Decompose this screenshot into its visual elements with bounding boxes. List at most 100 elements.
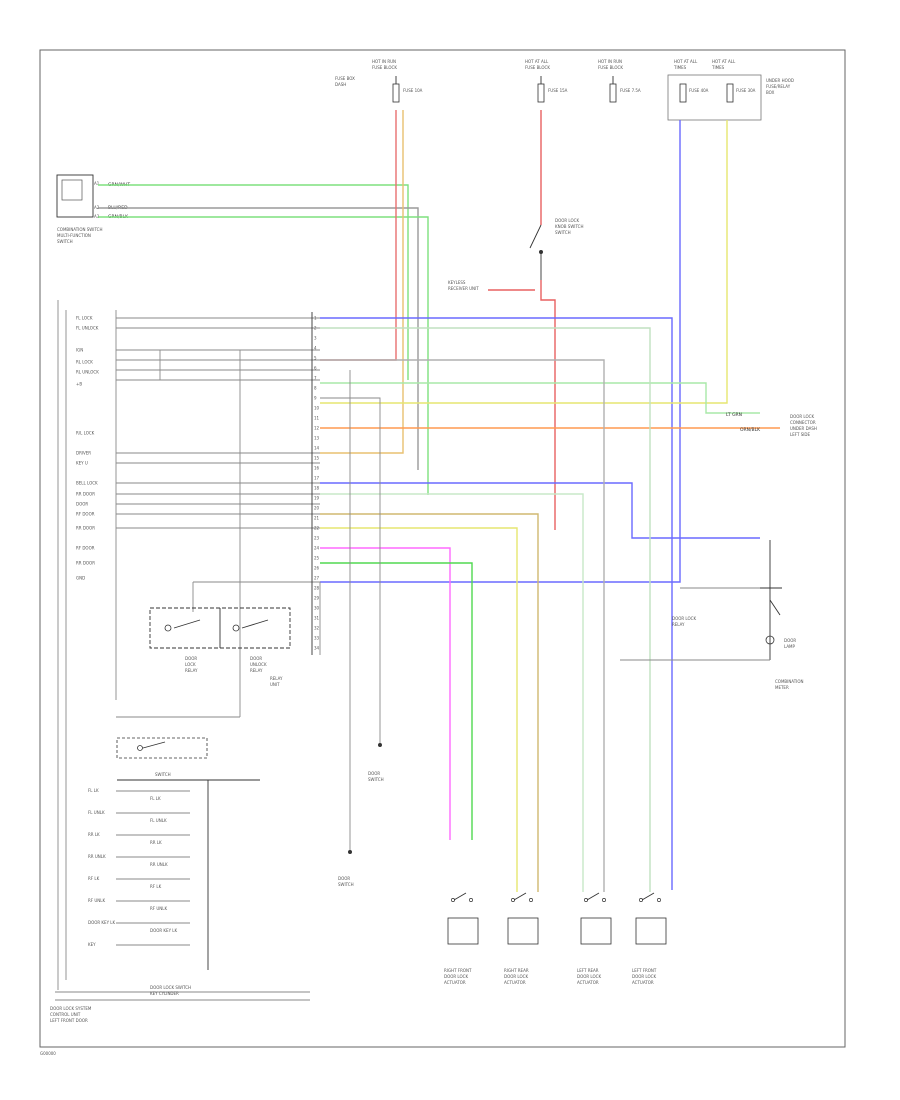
connector-pin-number: 14 — [314, 446, 320, 451]
relay-unit-label: RELAY — [270, 676, 283, 681]
relay-a-label: DOOR — [185, 656, 197, 661]
switch-pin-label: KEY — [88, 942, 96, 947]
relays: DOOR LOCK RELAY DOOR UNLOCK RELAY — [149, 607, 291, 673]
left-pin-label: RL UNLOCK — [76, 370, 99, 375]
connector-pin-number: 2 — [314, 326, 317, 331]
left-pin-label: BELL LOCK — [76, 481, 98, 486]
svg-text:A1: A1 — [94, 181, 100, 186]
connector-pin-number: 13 — [314, 436, 320, 441]
connector-pin-number: 34 — [314, 646, 320, 651]
switch-label: SWITCH — [155, 772, 171, 777]
connector-pin-number: 32 — [314, 626, 320, 631]
diagram-frame — [39, 49, 846, 1048]
connector-pin-number: 24 — [314, 546, 320, 551]
actuator-label: ACTUATOR — [577, 980, 599, 985]
connector-pin-number: 6 — [314, 366, 317, 371]
connector-pin-number: 21 — [314, 516, 320, 521]
svg-text:RELAY: RELAY — [185, 668, 198, 673]
actuator-label: DOOR LOCK — [632, 974, 656, 979]
fuse-box-left-label: FUSE BOX — [335, 76, 355, 81]
switch-pin-label: FL UNLK — [150, 818, 167, 823]
svg-text:SWITCH: SWITCH — [555, 230, 571, 235]
door-switch-2-label: DOOR — [338, 876, 350, 881]
svg-text:RECEIVER UNIT: RECEIVER UNIT — [448, 286, 479, 291]
left-pin-label: RR DOOR — [76, 526, 95, 531]
wire-green-bottom — [320, 562, 473, 840]
fuse-3-rating: FUSE 7.5A — [620, 88, 641, 93]
connector-pin-number: 31 — [314, 616, 320, 621]
connector-pin-number: 27 — [314, 576, 320, 581]
fuse-2-title: HOT AT ALL — [525, 59, 549, 64]
connector-pin-number: 22 — [314, 526, 320, 531]
connector-pin-number: 11 — [314, 416, 320, 421]
svg-text:FUSE/RELAY: FUSE/RELAY — [766, 84, 791, 89]
switch-pin-label: FL LK — [88, 788, 99, 793]
switch-pin-label: DOOR KEY LK — [150, 928, 178, 933]
right-conn-label: DOOR LOCK — [790, 414, 814, 419]
connector-pin-number: 8 — [314, 386, 317, 391]
connector-pin-number: 3 — [314, 336, 317, 341]
actuator-label: ACTUATOR — [444, 980, 466, 985]
relay-unit-connector: 1234567891011121314151617181920212223242… — [270, 312, 320, 687]
fuse-box-right-label: UNDER HOOD — [766, 78, 794, 83]
wire-pink — [320, 547, 451, 840]
connector-pin-number: 15 — [314, 456, 320, 461]
wire-lightgreen-right — [320, 382, 760, 414]
svg-text:SWITCH: SWITCH — [338, 882, 354, 887]
bottom-left-a: DOOR LOCK SWITCH — [150, 985, 191, 990]
door-lock-knob-switch: DOOR LOCK KNOB SWITCH SWITCH KEYLESS REC… — [448, 218, 583, 291]
right-relay-label: DOOR LOCK — [672, 616, 696, 621]
actuator-label: RIGHT REAR — [504, 968, 529, 973]
actuator-label: ACTUATOR — [632, 980, 654, 985]
switch-pin-label: RF UNLK — [150, 906, 168, 911]
wire-label-lt-grn: LT GRN — [726, 412, 742, 418]
left-pin-label: RF DOOR — [76, 512, 95, 517]
svg-text:METER: METER — [775, 685, 789, 690]
fuse-1-title: HOT IN RUN — [372, 59, 396, 64]
svg-text:CONNECTOR: CONNECTOR — [790, 420, 816, 425]
fuse-1-icon — [392, 83, 400, 103]
actuator-label: DOOR LOCK — [504, 974, 528, 979]
left-pin-label: R/L LOCK — [76, 431, 95, 436]
fuse-4-icon — [679, 83, 687, 103]
combo-meter-label: COMBINATION — [775, 679, 804, 684]
connector-pin-number: 28 — [314, 586, 320, 591]
switch-pin-label: RR UNLK — [88, 854, 106, 859]
fuse-5-rating: FUSE 30A — [736, 88, 756, 93]
wire-label-orn-blk: ORN/BLK — [740, 427, 761, 433]
connector-pin-number: 29 — [314, 596, 320, 601]
bottom-note-label: DOOR LOCK SYSTEM — [50, 1006, 92, 1011]
wire-green-top — [98, 184, 409, 380]
bus-lines — [55, 300, 381, 1001]
connector-pin-number: 16 — [314, 466, 320, 471]
right-connector: DOOR LOCK CONNECTOR UNDER DASH LEFT SIDE… — [726, 412, 817, 437]
wire-pale-green — [320, 493, 584, 892]
switch-pin-label: RF LK — [88, 876, 100, 881]
wire-gray-right — [320, 359, 605, 892]
svg-text:SWITCH: SWITCH — [57, 239, 73, 244]
fuse-group: HOT IN RUN FUSE BLOCK FUSE 10A FUSE BOX … — [335, 59, 794, 121]
switch-pin-label: RR LK — [88, 832, 100, 837]
svg-text:LAMP: LAMP — [784, 644, 796, 649]
connector-pin-number: 30 — [314, 606, 320, 611]
door-switch-1-label: DOOR — [368, 771, 380, 776]
left-pin-label: RF DOOR — [76, 546, 95, 551]
svg-text:UNIT: UNIT — [270, 682, 280, 687]
wires — [98, 110, 780, 892]
svg-text:RELAY: RELAY — [250, 668, 263, 673]
switch-pin-label: RF LK — [150, 884, 162, 889]
wire-red-fuse2-low — [540, 280, 556, 530]
connector-pin-number: 5 — [314, 356, 317, 361]
connector-pin-number: 20 — [314, 506, 320, 511]
svg-text:CONTROL UNIT: CONTROL UNIT — [50, 1012, 81, 1017]
wire-tan-fuse1 — [320, 110, 404, 454]
switch-pin-label: FL LK — [150, 796, 161, 801]
connector-pin-number: 7 — [314, 376, 317, 381]
fuse-4-title: HOT AT ALL — [674, 59, 698, 64]
